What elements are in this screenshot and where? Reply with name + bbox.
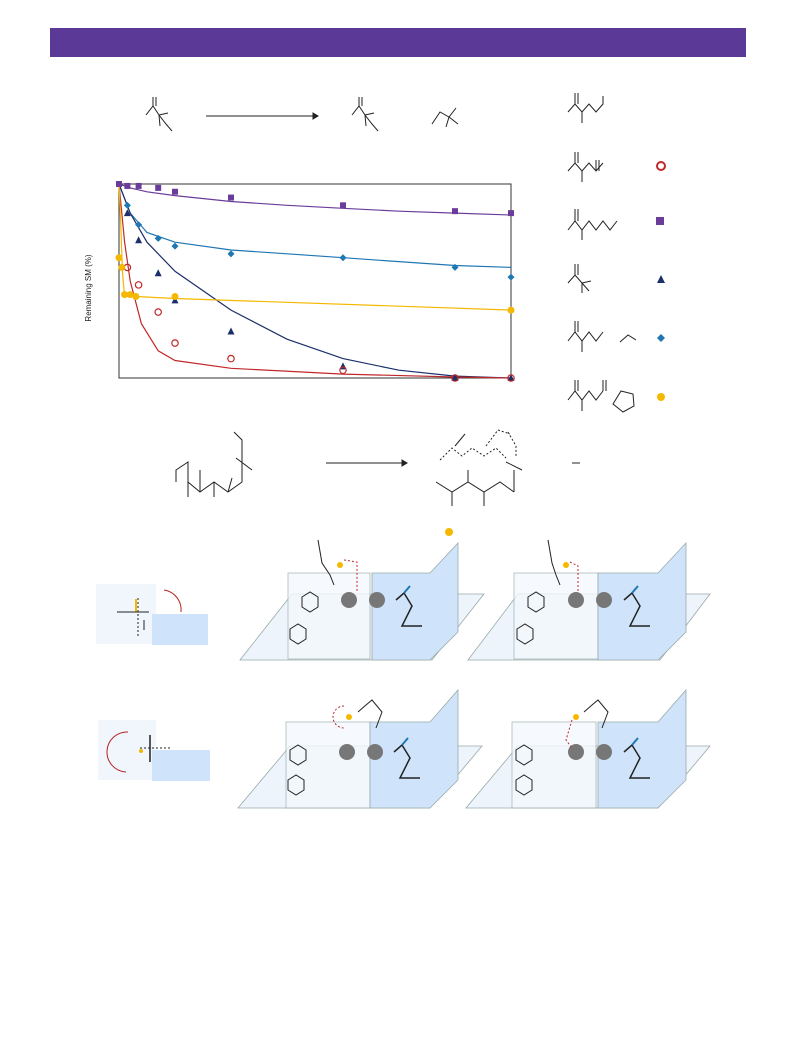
data-point-series-2-7 [507, 374, 515, 381]
data-point-series-4-2 [121, 291, 129, 299]
data-point-series-0-5 [228, 194, 234, 201]
data-point-series-4-5 [171, 293, 179, 301]
data-point-series-0-6 [340, 202, 346, 209]
data-point-series-0-4 [172, 188, 178, 195]
chart-plot-frame [118, 183, 512, 379]
data-point-series-2-4 [227, 327, 235, 335]
fit-line-series-3 [118, 183, 512, 379]
data-point-series-1-2 [154, 234, 162, 242]
data-point-series-4-6 [507, 306, 515, 314]
data-point-series-2-1 [135, 236, 143, 244]
data-point-series-2-0 [123, 209, 131, 217]
data-point-series-0-8 [508, 210, 514, 217]
fit-line-series-4 [118, 183, 512, 311]
fit-line-series-0 [118, 183, 512, 216]
data-point-series-3-5 [339, 366, 347, 375]
data-point-series-4-1 [118, 263, 126, 271]
y-axis-label: Remaining SM (%) [84, 254, 93, 322]
data-point-series-4-3 [126, 291, 134, 299]
data-point-series-0-2 [135, 182, 142, 189]
data-point-series-3-1 [134, 281, 143, 289]
data-point-series-3-2 [154, 308, 163, 316]
data-point-series-3-7 [507, 374, 515, 382]
data-point-series-0-7 [452, 208, 458, 215]
data-point-series-1-5 [339, 254, 347, 262]
data-point-series-2-6 [451, 374, 459, 381]
figure-header-bar [50, 28, 746, 57]
data-point-series-1-7 [507, 273, 515, 281]
data-point-series-1-1 [135, 221, 143, 229]
data-point-series-0-1 [124, 182, 131, 189]
data-point-series-0-0 [116, 181, 122, 187]
data-point-series-3-3 [171, 339, 179, 347]
data-point-series-1-0 [123, 201, 131, 209]
data-point-series-4-4 [132, 293, 140, 301]
fit-line-series-1 [118, 183, 512, 268]
data-point-series-4-0 [115, 254, 123, 262]
data-point-series-2-2 [154, 269, 162, 277]
data-point-series-3-4 [227, 354, 235, 363]
data-point-series-1-6 [451, 263, 459, 271]
data-point-series-1-4 [227, 250, 235, 258]
data-point-series-1-3 [171, 242, 179, 250]
data-point-series-3-6 [451, 374, 459, 382]
data-point-series-0-3 [155, 184, 162, 191]
